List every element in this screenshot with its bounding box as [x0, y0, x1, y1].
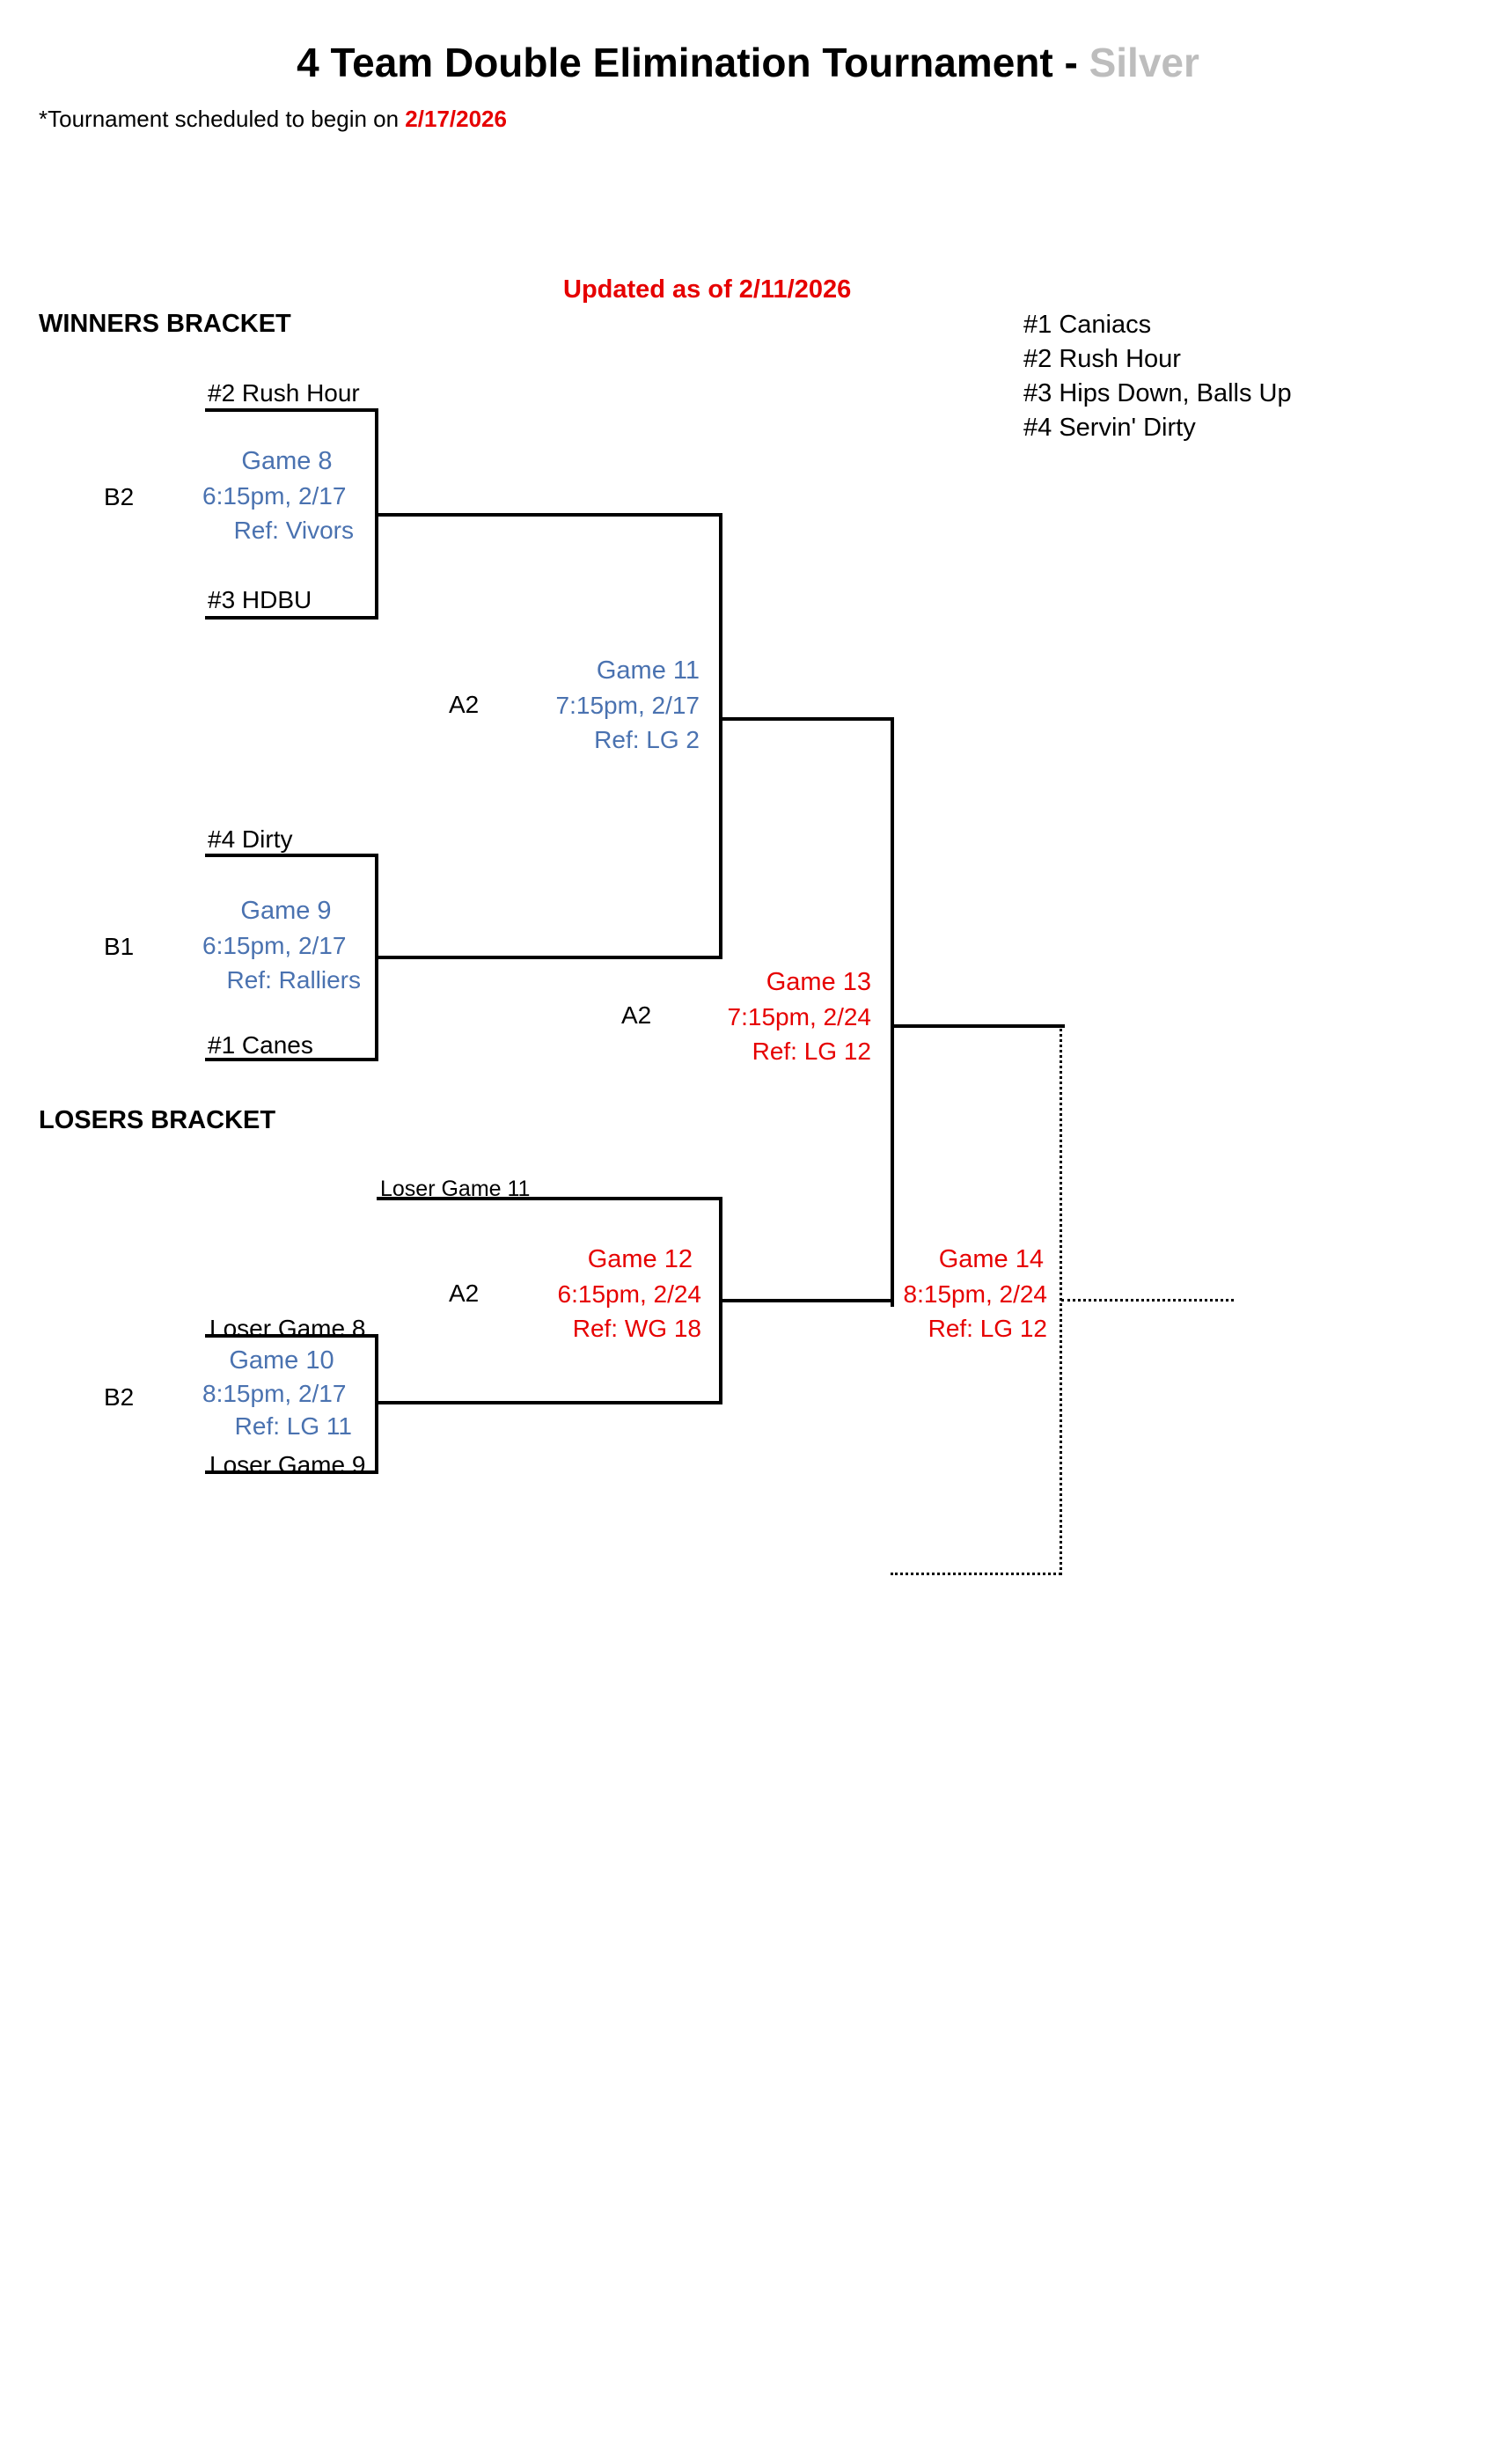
seed-item: #1 Caniacs: [1023, 311, 1152, 339]
game8-time: 6:15pm, 2/17: [202, 482, 347, 510]
division-name: Silver: [1089, 40, 1199, 85]
start-date-note: *Tournament scheduled to begin on 2/17/2…: [39, 106, 507, 133]
game9-court: B1: [104, 933, 135, 960]
game11-info: Game 11 7:15pm, 2/17 Ref: LG 2: [528, 654, 700, 757]
game8-top-team: #2 Rush Hour: [208, 379, 360, 407]
game10-ref: Ref: LG 11: [234, 1412, 352, 1440]
game11-name: Game 11: [596, 656, 700, 685]
game10-court: B2: [104, 1383, 135, 1411]
game8-info: Game 8 6:15pm, 2/17 Ref: Vivors: [202, 444, 354, 547]
game13-vertical-line: [891, 717, 894, 1307]
start-date-label: *Tournament scheduled to begin on: [39, 106, 406, 132]
game9-ref: Ref: Ralliers: [226, 966, 361, 994]
winners-bracket-heading: WINNERS BRACKET: [39, 310, 291, 338]
game12-top-line: [377, 1197, 722, 1200]
game8-top-line: [205, 408, 378, 412]
page-title: 4 Team Double Elimination Tournament - S…: [0, 39, 1496, 86]
game12-ref: Ref: WG 18: [572, 1315, 701, 1342]
game14-ref: Ref: LG 12: [928, 1315, 1047, 1342]
seed-item: #2 Rush Hour: [1023, 345, 1181, 373]
game11-time: 7:15pm, 2/17: [555, 692, 700, 719]
game10-name: Game 10: [229, 1346, 334, 1375]
game10-time: 8:15pm, 2/17: [202, 1380, 347, 1407]
game8-name: Game 8: [241, 447, 333, 475]
updated-date: Updated as of 2/11/2026: [563, 275, 852, 304]
losers-bracket-heading: LOSERS BRACKET: [39, 1106, 276, 1134]
game13-info: Game 13 7:15pm, 2/24 Ref: LG 12: [704, 965, 871, 1068]
start-date: 2/17/2026: [405, 106, 507, 132]
game10-top-line: [205, 1334, 378, 1338]
game9-output-line: [375, 956, 722, 959]
game10-output-line: [375, 1401, 722, 1404]
game14-name: Game 14: [938, 1245, 1044, 1273]
game9-bottom-team: #1 Canes: [208, 1031, 313, 1059]
game11-court: A2: [449, 691, 480, 718]
game13-name: Game 13: [766, 968, 871, 996]
game9-bottom-line: [205, 1058, 378, 1061]
game8-ref: Ref: Vivors: [233, 517, 354, 544]
game13-court: A2: [621, 1001, 652, 1029]
game10-bottom-team: Loser Game 9: [209, 1451, 366, 1478]
game9-info: Game 9 6:15pm, 2/17 Ref: Ralliers: [202, 894, 361, 997]
game14-time: 8:15pm, 2/24: [903, 1280, 1047, 1308]
game11-vertical-line: [719, 513, 722, 959]
game8-bottom-team: #3 HDBU: [208, 586, 312, 613]
game11-output-line: [719, 717, 894, 721]
game8-bottom-line: [205, 616, 378, 620]
game13-time: 7:15pm, 2/24: [727, 1003, 871, 1030]
game14-info: Game 14 8:15pm, 2/24 Ref: LG 12: [889, 1243, 1047, 1346]
game9-top-line: [205, 854, 378, 857]
title-main: 4 Team Double Elimination Tournament -: [297, 40, 1089, 85]
game14-vertical-line: [1060, 1024, 1062, 1575]
game10-bottom-line: [205, 1470, 378, 1474]
game12-court: A2: [449, 1280, 480, 1307]
game14-output-line: [1061, 1299, 1234, 1302]
game12-name: Game 12: [587, 1245, 693, 1273]
seed-item: #4 Servin' Dirty: [1023, 414, 1196, 442]
game12-output-line: [719, 1299, 894, 1302]
game9-time: 6:15pm, 2/17: [202, 932, 347, 959]
game11-ref: Ref: LG 2: [594, 726, 700, 753]
game9-name: Game 9: [240, 897, 332, 925]
seed-list: #1 Caniacs #2 Rush Hour #3 Hips Down, Ba…: [1023, 308, 1292, 445]
seed-item: #3 Hips Down, Balls Up: [1023, 379, 1292, 407]
game13-ref: Ref: LG 12: [752, 1038, 871, 1065]
game14-bottom-line: [891, 1573, 1061, 1575]
game10-info: Game 10 8:15pm, 2/17 Ref: LG 11: [202, 1345, 352, 1442]
game12-time: 6:15pm, 2/24: [557, 1280, 701, 1308]
game10-top-team: Loser Game 8: [209, 1315, 366, 1342]
game12-info: Game 12 6:15pm, 2/24 Ref: WG 18: [528, 1243, 701, 1346]
game8-output-line: [375, 513, 722, 517]
game8-court: B2: [104, 483, 135, 510]
game13-output-line: [891, 1024, 1065, 1028]
game9-top-team: #4 Dirty: [208, 825, 293, 853]
